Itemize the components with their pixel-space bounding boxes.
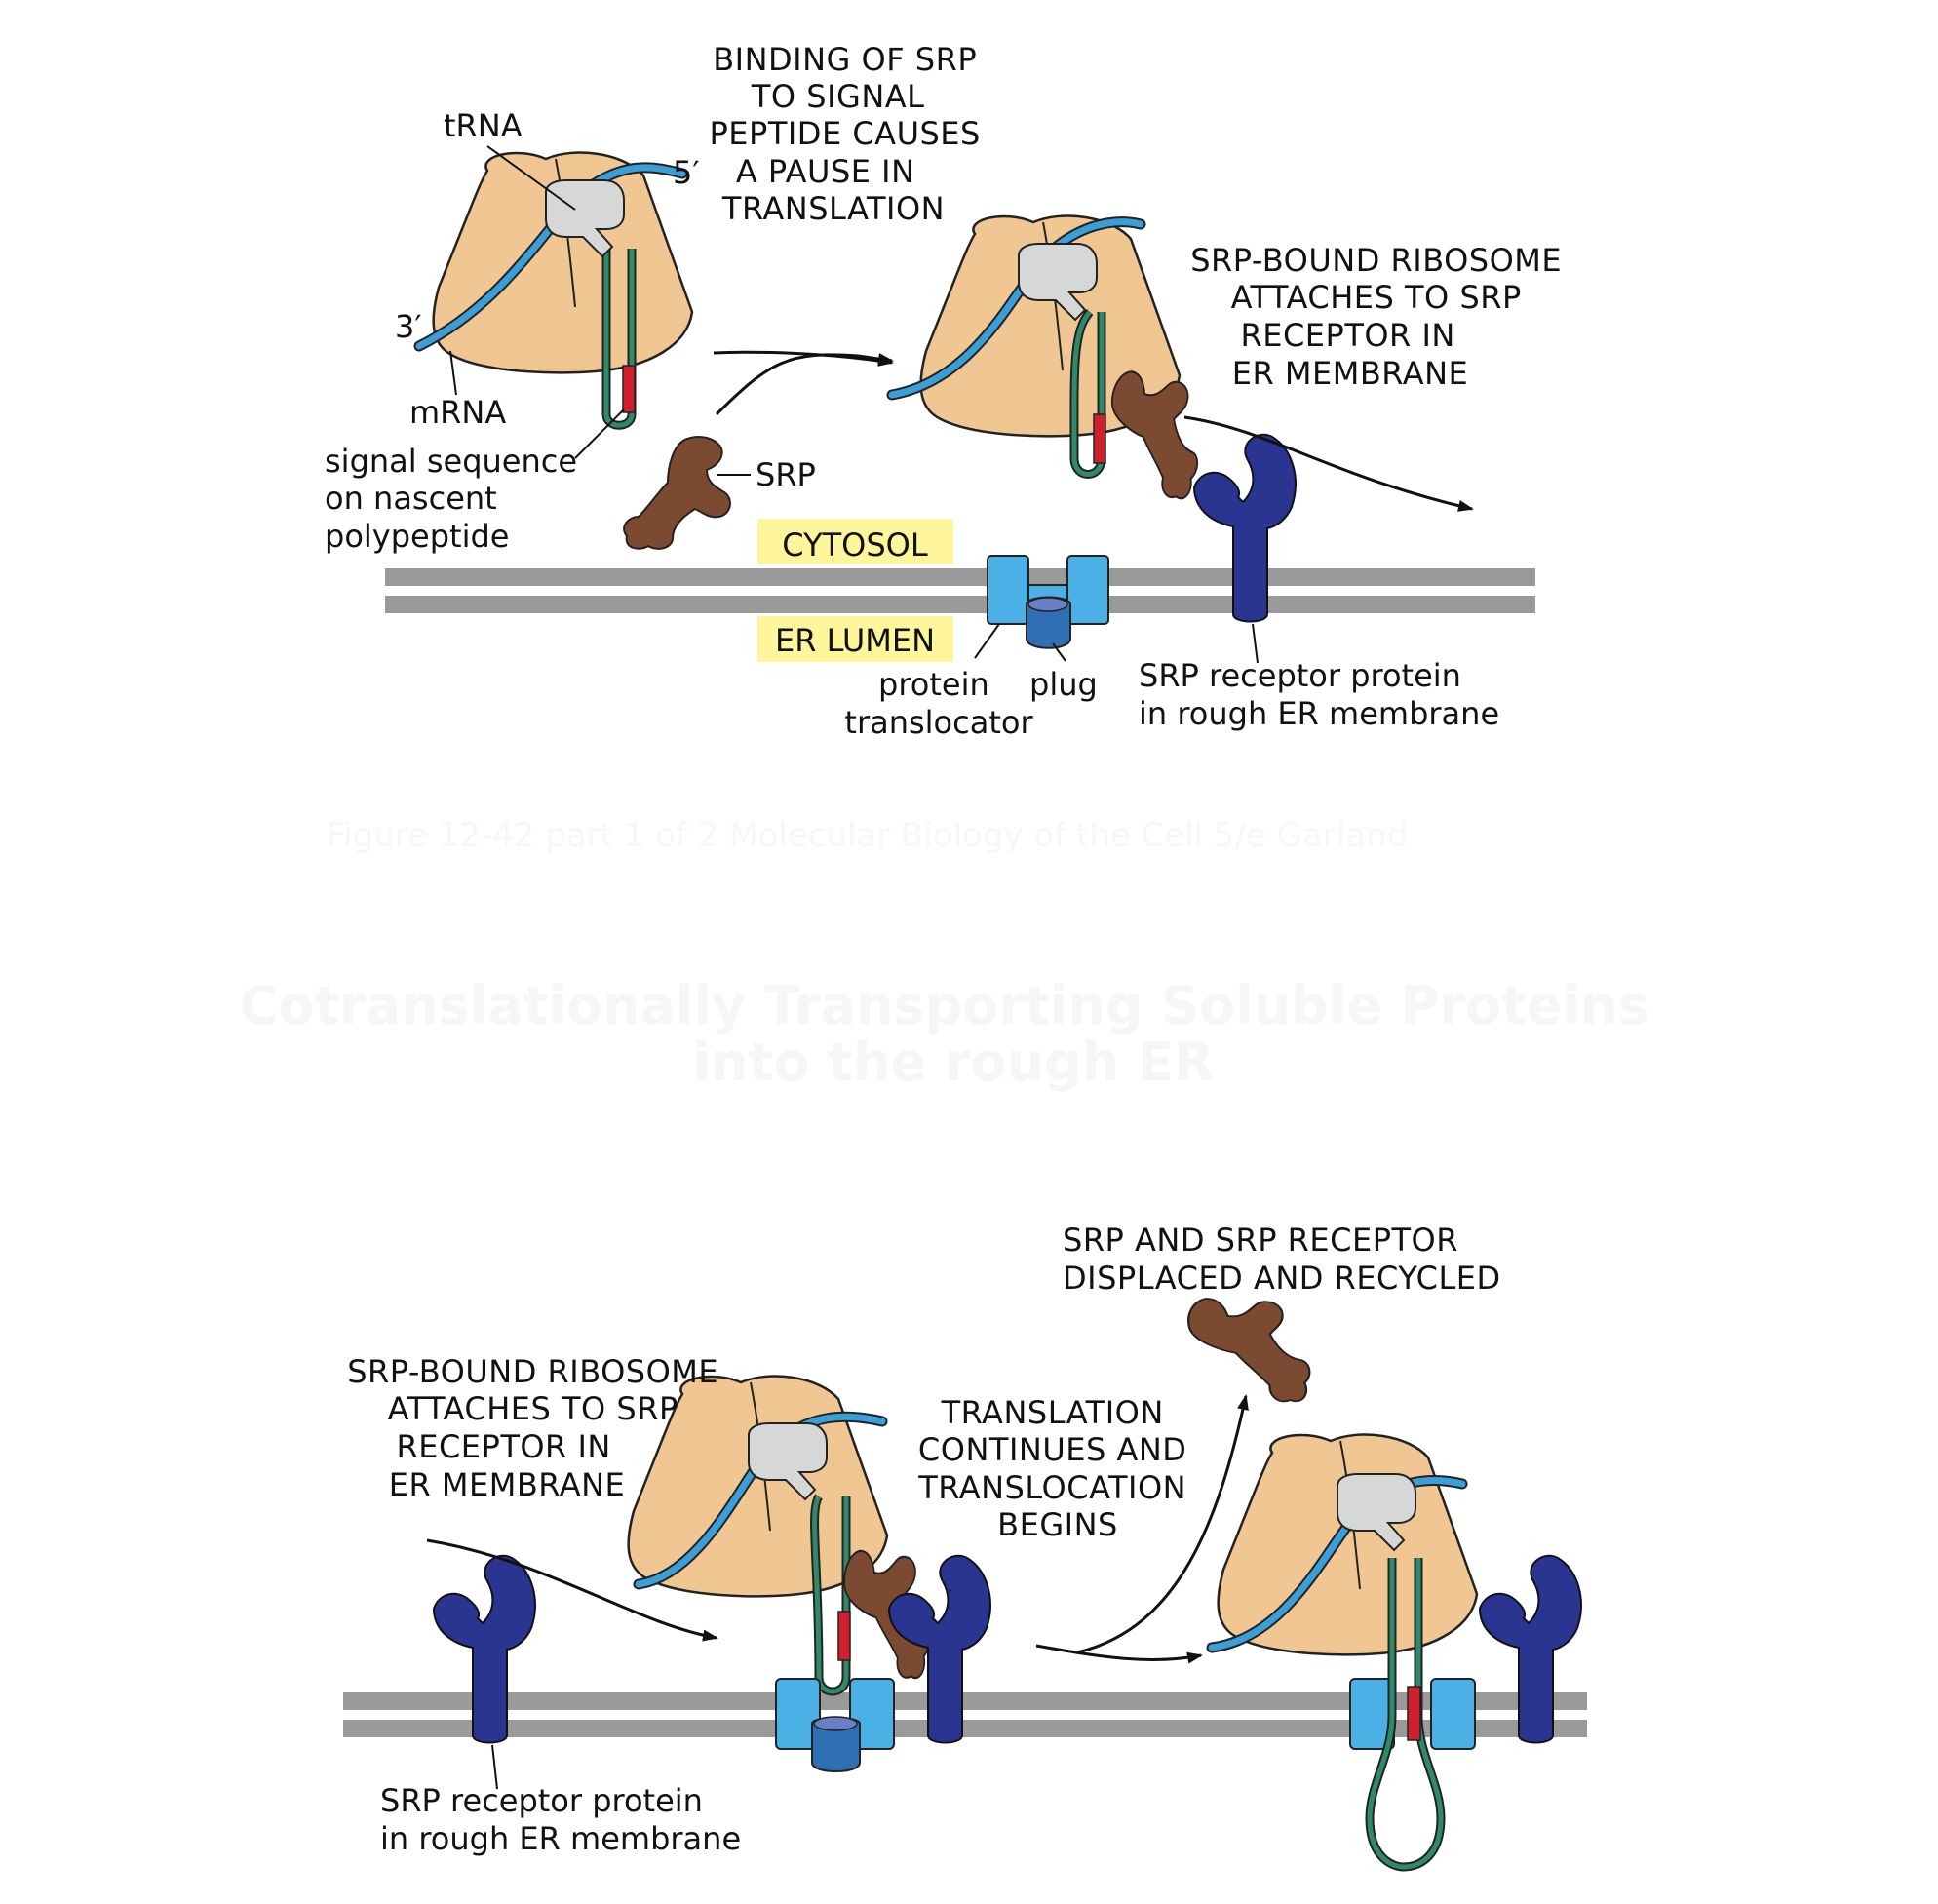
srp-label: SRP bbox=[756, 456, 816, 493]
signal-sequence-1 bbox=[622, 365, 636, 413]
cytosol-highlight bbox=[757, 519, 953, 564]
slide-title: Cotranslationally Transporting Soluble P… bbox=[240, 975, 1668, 1093]
srp-receptor-3 bbox=[1479, 1554, 1582, 1744]
arrow-srp-binds bbox=[715, 353, 894, 416]
signal-sequence-2 bbox=[1093, 413, 1106, 464]
srp-released bbox=[1176, 1287, 1322, 1407]
five-prime-label: 5′ bbox=[673, 154, 700, 191]
three-prime-label: 3′ bbox=[395, 308, 422, 345]
caption-continues: TRANSLATION CONTINUES AND TRANSLOCATION … bbox=[917, 1394, 1197, 1543]
er-lumen-label: ER LUMEN bbox=[775, 622, 935, 659]
arrow-to-translocation bbox=[1035, 1644, 1203, 1664]
er-lumen-highlight bbox=[757, 616, 953, 662]
cytosol-label: CYTOSOL bbox=[782, 526, 928, 563]
protein-translocator-3 bbox=[1349, 1678, 1476, 1750]
signal-sequence-3 bbox=[837, 1611, 851, 1661]
arrow-to-membrane bbox=[1183, 415, 1474, 512]
caption-pause: BINDING OF SRP TO SIGNAL PEPTIDE CAUSES … bbox=[710, 41, 991, 227]
arrow-to-bound bbox=[713, 350, 894, 367]
trna-label: tRNA bbox=[444, 107, 523, 144]
receptor-label-bottom: SRP receptor protein in rough ER membran… bbox=[380, 1782, 741, 1857]
caption-attach-top: SRP-BOUND RIBOSOME ATTACHES TO SRP RECEP… bbox=[1190, 242, 1572, 392]
membrane-upper-leaflet bbox=[385, 568, 1535, 586]
translocating-ribosome bbox=[1217, 1433, 1479, 1656]
arrow-srp-recycled bbox=[1076, 1394, 1249, 1654]
mrna-label: mRNA bbox=[409, 394, 506, 431]
membrane-lower-leaflet-bottom bbox=[343, 1720, 1587, 1737]
membrane-upper-leaflet-bottom bbox=[343, 1692, 1587, 1710]
signal-sequence-4 bbox=[1407, 1686, 1421, 1741]
protein-translocator bbox=[987, 555, 1109, 649]
translocator-label: protein translocator bbox=[844, 666, 1033, 741]
arrow-to-docking bbox=[426, 1538, 718, 1642]
figure-credit: Figure 12-42 part 1 of 2 Molecular Biolo… bbox=[327, 816, 1408, 855]
caption-attach-bottom: SRP-BOUND RIBOSOME ATTACHES TO SRP RECEP… bbox=[347, 1353, 729, 1503]
caption-recycled: SRP AND SRP RECEPTOR DISPLACED AND RECYC… bbox=[1063, 1222, 1501, 1297]
membrane-lower-leaflet bbox=[385, 596, 1535, 613]
srp-receptor-2 bbox=[433, 1554, 536, 1744]
receptor-label-top: SRP receptor protein in rough ER membran… bbox=[1139, 657, 1499, 732]
signal-sequence-label: signal sequence on nascent polypeptide bbox=[325, 443, 587, 555]
bottom-panel: SRP-BOUND RIBOSOME ATTACHES TO SRP RECEP… bbox=[343, 1222, 1587, 1872]
top-panel: CYTOSOL ER LUMEN bbox=[325, 41, 1572, 741]
srp-receptor-1 bbox=[1193, 433, 1297, 623]
protein-translocator-2 bbox=[775, 1678, 895, 1772]
plug-label: plug bbox=[1029, 666, 1098, 703]
srp-free bbox=[623, 436, 731, 550]
